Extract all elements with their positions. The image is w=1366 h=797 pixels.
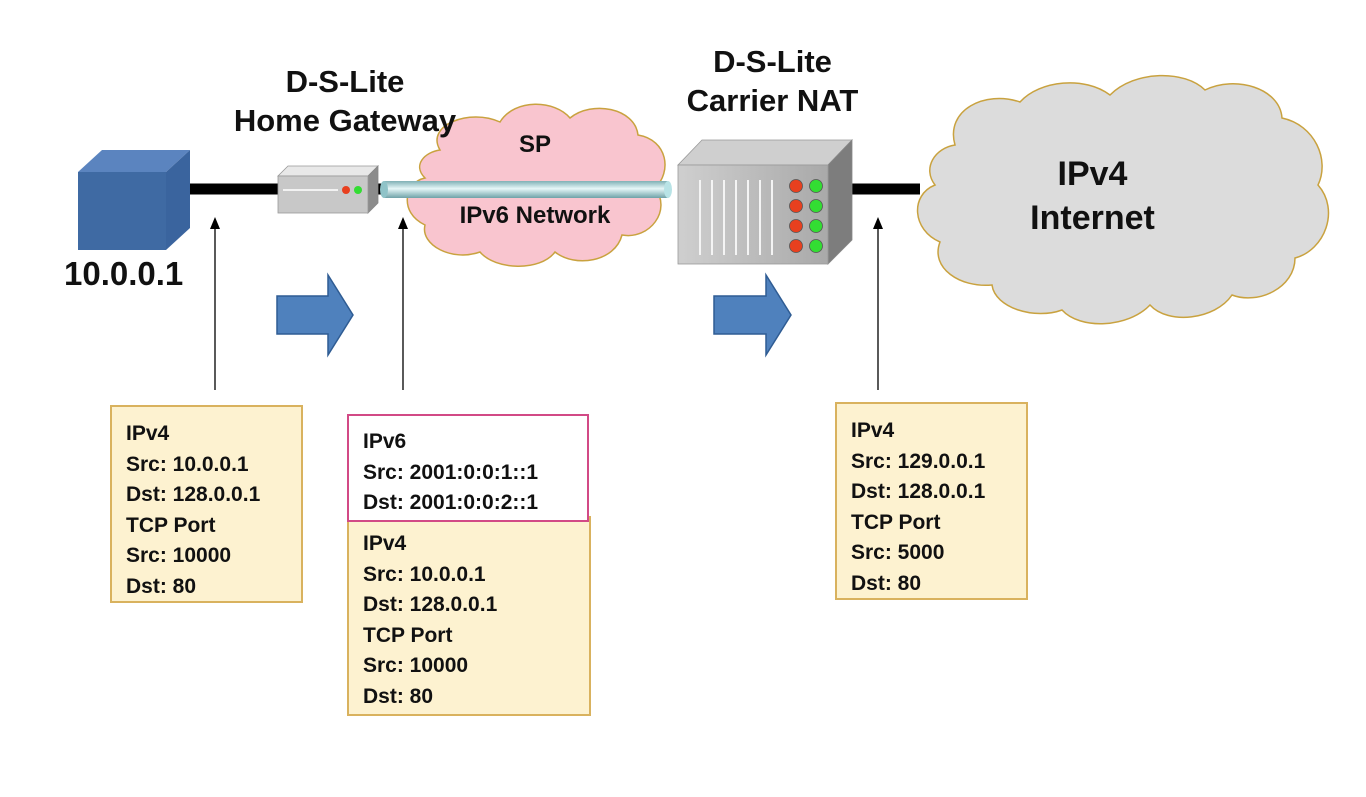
nat-led-red-3 — [789, 219, 803, 233]
carrier-nat-title-line1: D-S-Lite — [713, 44, 832, 79]
nat-led-red-4 — [789, 239, 803, 253]
carrier-nat-device — [677, 139, 853, 265]
packet-src: Src: 2001:0:0:1::1 — [363, 460, 539, 484]
pointer-arrow-internet-link — [873, 217, 883, 390]
nat-led-green-1 — [809, 179, 823, 193]
ipv4-internet-cloud — [916, 74, 1330, 325]
ipv6-network-label: IPv6 Network — [459, 202, 611, 229]
packet-port-dst: Dst: 80 — [363, 684, 434, 708]
home-gateway-title-line1: D-S-Lite — [285, 64, 405, 99]
packet-header-tunnel-outer-ipv6: IPv6 Src: 2001:0:0:1::1 Dst: 2001:0:0:2:… — [347, 414, 589, 522]
nat-led-red-2 — [789, 199, 803, 213]
internet-cloud-label: IPv4 Internet — [1005, 152, 1180, 240]
home-gateway-title: D-S-Lite Home Gateway — [200, 62, 490, 140]
packet-dst: Dst: 128.0.0.1 — [851, 480, 986, 503]
pointer-arrow-host-link — [210, 217, 220, 390]
packet-dst: Dst: 2001:0:0:2::1 — [363, 491, 539, 514]
host-ip-label: 10.0.0.1 — [64, 255, 184, 292]
packet-src: Src: 10.0.0.1 — [126, 452, 249, 476]
home-gateway-title-line2: Home Gateway — [233, 103, 457, 138]
flow-arrow-2 — [713, 272, 792, 358]
packet-protocol: IPv4 — [126, 422, 170, 445]
packet-port-dst: Dst: 80 — [126, 574, 197, 598]
sp-cloud-label: SP — [518, 131, 551, 158]
packet-port-dst: Dst: 80 — [851, 571, 922, 595]
nat-led-green-4 — [809, 239, 823, 253]
packet-dst: Dst: 128.0.0.1 — [126, 483, 261, 506]
carrier-nat-title-line2: Carrier NAT — [686, 83, 859, 118]
packet-src: Src: 129.0.0.1 — [851, 449, 986, 473]
packet-dst: Dst: 128.0.0.1 — [363, 593, 498, 616]
packet-tcp-label: TCP Port — [363, 623, 453, 647]
packet-tcp-label: TCP Port — [126, 513, 216, 537]
packet-port-src: Src: 10000 — [126, 544, 232, 567]
internet-label-line1: IPv4 — [1057, 155, 1128, 193]
carrier-nat-title: D-S-Lite Carrier NAT — [650, 42, 895, 120]
flow-arrow-1 — [276, 272, 354, 358]
gateway-led-red — [342, 186, 350, 194]
packet-port-src: Src: 5000 — [851, 541, 945, 564]
packet-protocol: IPv4 — [851, 419, 895, 442]
packet-port-src: Src: 10000 — [363, 654, 469, 677]
internet-label-line2: Internet — [1030, 199, 1155, 237]
packet-protocol: IPv4 — [363, 532, 407, 555]
tunnel-end-left — [380, 181, 388, 198]
host-cube — [78, 150, 190, 250]
pointer-arrow-tunnel — [398, 217, 408, 390]
packet-protocol: IPv6 — [363, 430, 407, 453]
packet-header-host-side: IPv4 Src: 10.0.0.1 Dst: 128.0.0.1 TCP Po… — [110, 405, 303, 603]
tunnel-end-right — [664, 181, 672, 198]
packet-src: Src: 10.0.0.1 — [363, 562, 486, 586]
packet-header-tunnel-inner-ipv4: IPv4 Src: 10.0.0.1 Dst: 128.0.0.1 TCP Po… — [347, 516, 591, 716]
gateway-led-green — [354, 186, 362, 194]
packet-header-internet-side: IPv4 Src: 129.0.0.1 Dst: 128.0.0.1 TCP P… — [835, 402, 1028, 600]
home-gateway-device — [277, 165, 379, 214]
nat-led-green-3 — [809, 219, 823, 233]
ipv6-tunnel-pipe — [384, 181, 668, 198]
nat-led-red-1 — [789, 179, 803, 193]
nat-led-green-2 — [809, 199, 823, 213]
packet-tcp-label: TCP Port — [851, 510, 941, 534]
